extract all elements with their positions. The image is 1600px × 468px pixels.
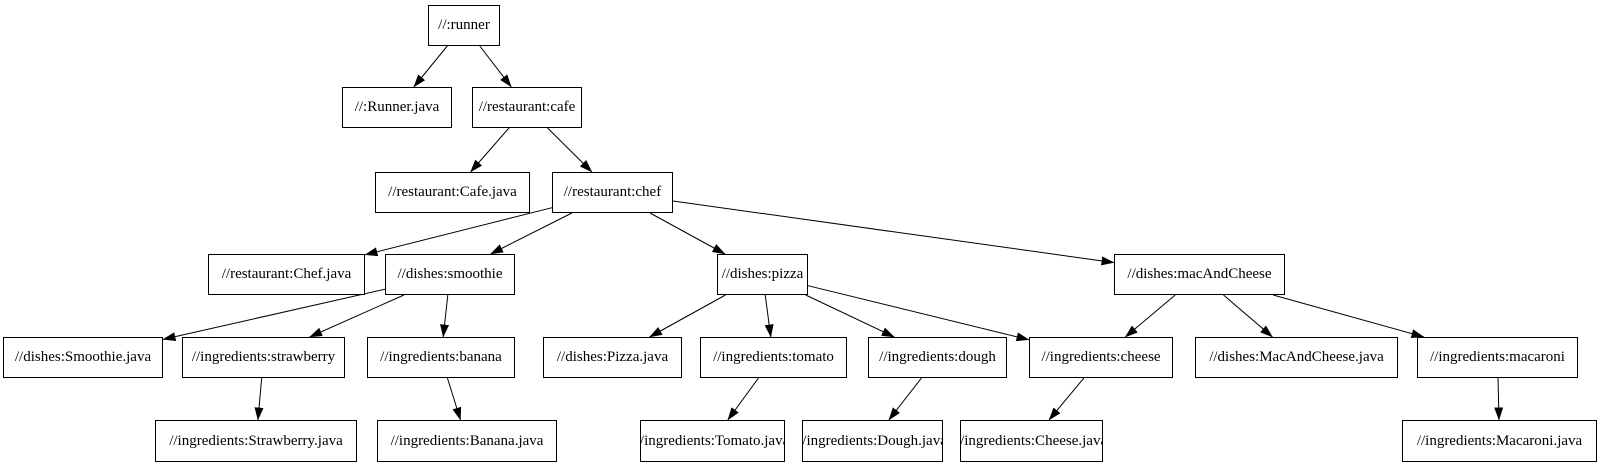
node-label: //dishes:smoothie bbox=[397, 266, 503, 282]
node-label: //:Runner.java bbox=[354, 99, 440, 115]
node-label: //ingredients:dough bbox=[879, 349, 996, 365]
graph-node-pizza: //dishes:pizza bbox=[717, 254, 808, 295]
edge-runner-to-cafe bbox=[479, 45, 512, 88]
edge-smoothie-to-smoothie-java bbox=[162, 288, 386, 342]
node-label: //ingredients:macaroni bbox=[1430, 349, 1565, 365]
edge-macaroni-to-macaroni-java bbox=[1494, 377, 1504, 421]
node-label: //ingredients:Cheese.java bbox=[960, 432, 1103, 449]
edge-chef-to-chef-java bbox=[364, 207, 553, 257]
node-label: //ingredients:banana bbox=[380, 349, 502, 365]
edge-mac-and-cheese-to-cheese bbox=[1124, 294, 1176, 338]
node-label: //ingredients:Macaroni.java bbox=[1416, 432, 1583, 449]
graph-node-smoothie-java: //dishes:Smoothie.java bbox=[3, 337, 163, 378]
edge-pizza-to-dough bbox=[805, 294, 895, 338]
graph-node-cafe-java: //restaurant:Cafe.java bbox=[375, 172, 530, 213]
graph-node-macaroni-java: //ingredients:Macaroni.java bbox=[1402, 420, 1597, 462]
node-label: //ingredients:Banana.java bbox=[390, 432, 544, 449]
graph-node-chef: //restaurant:chef bbox=[552, 172, 673, 213]
node-label: //restaurant:Chef.java bbox=[221, 266, 352, 282]
graph-node-smoothie: //dishes:smoothie bbox=[385, 254, 515, 295]
edge-chef-to-mac-and-cheese bbox=[672, 200, 1115, 266]
node-label: //ingredients:tomato bbox=[713, 349, 834, 365]
graph-node-chef-java: //restaurant:Chef.java bbox=[208, 254, 365, 295]
edge-cafe-to-cafe-java bbox=[470, 127, 510, 173]
node-label: //dishes:pizza bbox=[721, 266, 804, 282]
edge-strawberry-to-strawberry-java bbox=[254, 377, 264, 421]
edge-dough-to-dough-java bbox=[888, 377, 922, 421]
edge-smoothie-to-strawberry bbox=[309, 294, 405, 338]
node-label: //restaurant:chef bbox=[563, 184, 662, 200]
node-label: //dishes:Pizza.java bbox=[556, 349, 669, 365]
node-label: //ingredients:strawberry bbox=[191, 349, 336, 365]
graph-node-cheese-java: //ingredients:Cheese.java bbox=[960, 420, 1103, 462]
graph-node-runner-java: //:Runner.java bbox=[342, 87, 452, 128]
edge-mac-and-cheese-to-mac-and-cheese-java bbox=[1223, 294, 1273, 338]
node-label: //restaurant:Cafe.java bbox=[388, 184, 517, 200]
edge-pizza-to-tomato bbox=[764, 294, 774, 338]
graph-node-mac-and-cheese-java: //dishes:MacAndCheese.java bbox=[1195, 337, 1398, 378]
graph-node-mac-and-cheese: //dishes:macAndCheese bbox=[1114, 254, 1285, 295]
edge-runner-to-runner-java bbox=[413, 45, 448, 88]
node-label: //ingredients:cheese bbox=[1041, 349, 1161, 365]
graph-node-dough-java: //ingredients:Dough.java bbox=[802, 420, 943, 462]
edge-cheese-to-cheese-java bbox=[1048, 377, 1085, 421]
node-label: //:runner bbox=[438, 17, 490, 33]
edge-cafe-to-chef bbox=[547, 127, 593, 173]
node-label: //dishes:Smoothie.java bbox=[14, 349, 152, 365]
node-label: //ingredients:Strawberry.java bbox=[169, 432, 343, 449]
graph-node-tomato: //ingredients:tomato bbox=[700, 337, 847, 378]
edge-tomato-to-tomato-java bbox=[727, 377, 759, 421]
graph-node-tomato-java: //ingredients:Tomato.java bbox=[640, 420, 785, 462]
graph-node-runner: //:runner bbox=[428, 5, 500, 46]
edge-chef-to-pizza bbox=[649, 212, 726, 255]
node-label: //dishes:MacAndCheese.java bbox=[1209, 349, 1384, 365]
graph-node-dough: //ingredients:dough bbox=[868, 337, 1007, 378]
node-label: //ingredients:Tomato.java bbox=[640, 432, 785, 449]
graph-node-macaroni: //ingredients:macaroni bbox=[1417, 337, 1578, 378]
graph-node-pizza-java: //dishes:Pizza.java bbox=[543, 337, 682, 378]
graph-node-cheese: //ingredients:cheese bbox=[1029, 337, 1173, 378]
edge-smoothie-to-banana bbox=[440, 294, 450, 338]
node-label: //dishes:macAndCheese bbox=[1127, 266, 1272, 282]
graph-node-banana-java: //ingredients:Banana.java bbox=[377, 420, 557, 462]
node-label: //ingredients:Dough.java bbox=[802, 432, 943, 449]
graph-node-strawberry-java: //ingredients:Strawberry.java bbox=[155, 420, 357, 462]
edge-pizza-to-cheese bbox=[807, 285, 1030, 342]
edge-chef-to-smoothie bbox=[490, 212, 573, 255]
edge-mac-and-cheese-to-macaroni bbox=[1272, 294, 1425, 338]
edge-pizza-to-pizza-java bbox=[649, 294, 726, 338]
node-label: //restaurant:cafe bbox=[478, 99, 576, 115]
graph-node-strawberry: //ingredients:strawberry bbox=[182, 337, 345, 378]
edge-banana-to-banana-java bbox=[446, 377, 462, 421]
graph-node-cafe: //restaurant:cafe bbox=[472, 87, 582, 128]
graph-node-banana: //ingredients:banana bbox=[367, 337, 515, 378]
